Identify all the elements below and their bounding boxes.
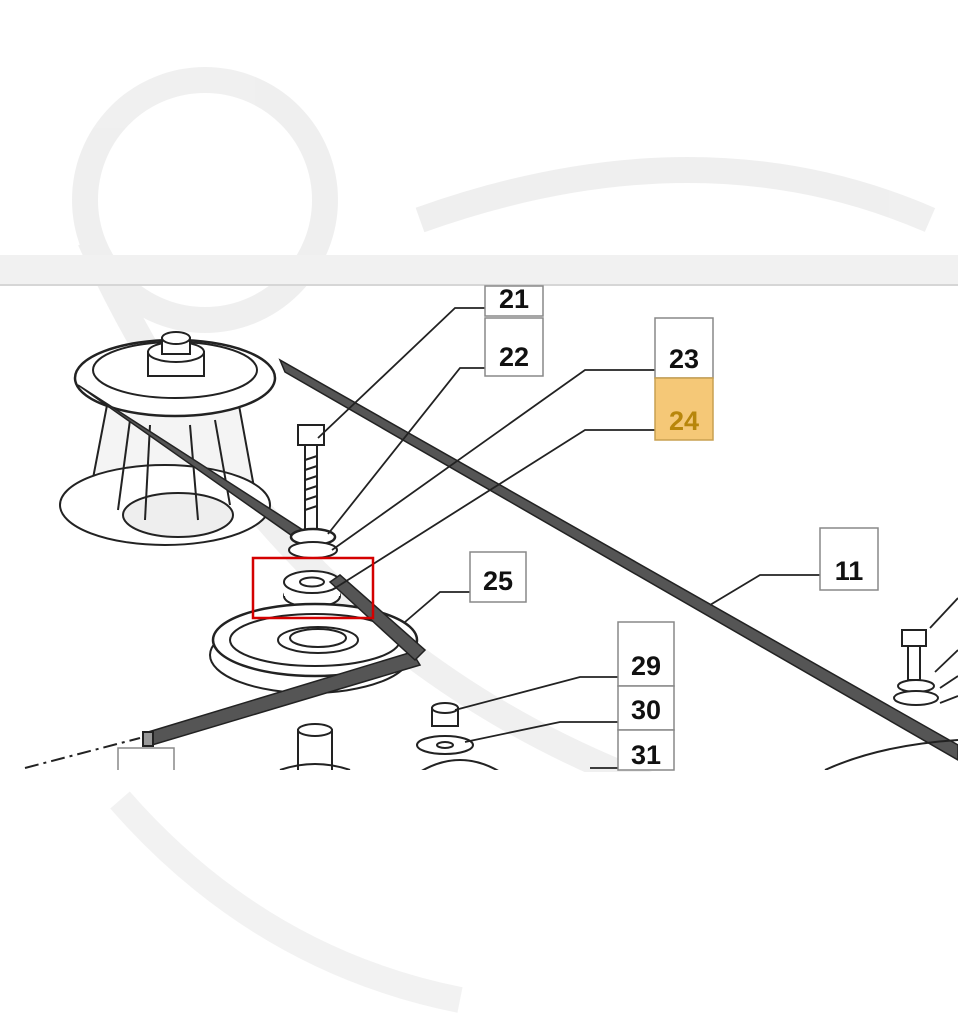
bushing-24 (283, 570, 341, 608)
washer-30-hole (436, 741, 454, 749)
callout-24-label: 24 (669, 406, 699, 436)
callout-30-label: 30 (631, 695, 661, 725)
callout-23-label: 23 (669, 344, 699, 374)
callout-24[interactable]: 24 (654, 377, 714, 441)
callout-11[interactable]: 11 (819, 527, 879, 591)
watermark-curve (110, 791, 463, 1013)
shaft (279, 723, 351, 770)
callout-24-highlight (654, 377, 714, 441)
header-band (0, 255, 958, 285)
hub-31 (421, 759, 499, 770)
callout-22-label: 22 (499, 342, 529, 372)
spindle-pulley-upper (59, 331, 277, 546)
leader-23 (331, 369, 655, 551)
leader-lines (317, 307, 958, 769)
leader-21 (317, 307, 485, 439)
callout-25[interactable]: 25 (469, 551, 527, 603)
callout-22[interactable]: 22 (484, 317, 544, 377)
leader-right-3 (939, 675, 958, 689)
right-pulley-edge (824, 739, 958, 770)
washer-23 (288, 541, 338, 559)
bolt-21 (297, 424, 325, 531)
callout-21[interactable]: 21 (484, 284, 544, 317)
callout-11-label: 11 (835, 556, 864, 586)
callout-29[interactable]: 29 (617, 621, 675, 687)
drive-belt (77, 358, 958, 761)
pulley-25 (209, 602, 419, 694)
leader-24 (331, 429, 655, 591)
leader-right-1 (929, 597, 958, 629)
leader-30 (464, 721, 618, 743)
right-bolt (893, 629, 939, 706)
callout-23[interactable]: 23 (654, 317, 714, 379)
centerline (24, 737, 141, 769)
callouts: 21 22 23 24 25 11 29 30 (469, 284, 879, 771)
washer-30 (416, 735, 474, 755)
lower-blank-area (0, 772, 958, 1024)
callout-21-label: 21 (499, 284, 529, 314)
callout-box-partial (117, 747, 175, 770)
leader-29 (454, 676, 618, 711)
callout-25-label: 25 (483, 566, 513, 596)
selection-box (251, 556, 375, 620)
nut-29 (431, 702, 459, 727)
leader-right-4 (939, 695, 958, 704)
callout-29-label: 29 (631, 651, 661, 681)
leader-11 (709, 574, 820, 606)
leader-25 (404, 591, 470, 623)
leader-22 (327, 367, 485, 535)
callout-30[interactable]: 30 (617, 685, 675, 731)
leader-right-2 (934, 649, 958, 673)
callout-31[interactable]: 31 (617, 729, 675, 771)
callout-31-label: 31 (631, 740, 661, 770)
belt-lower (142, 574, 427, 747)
